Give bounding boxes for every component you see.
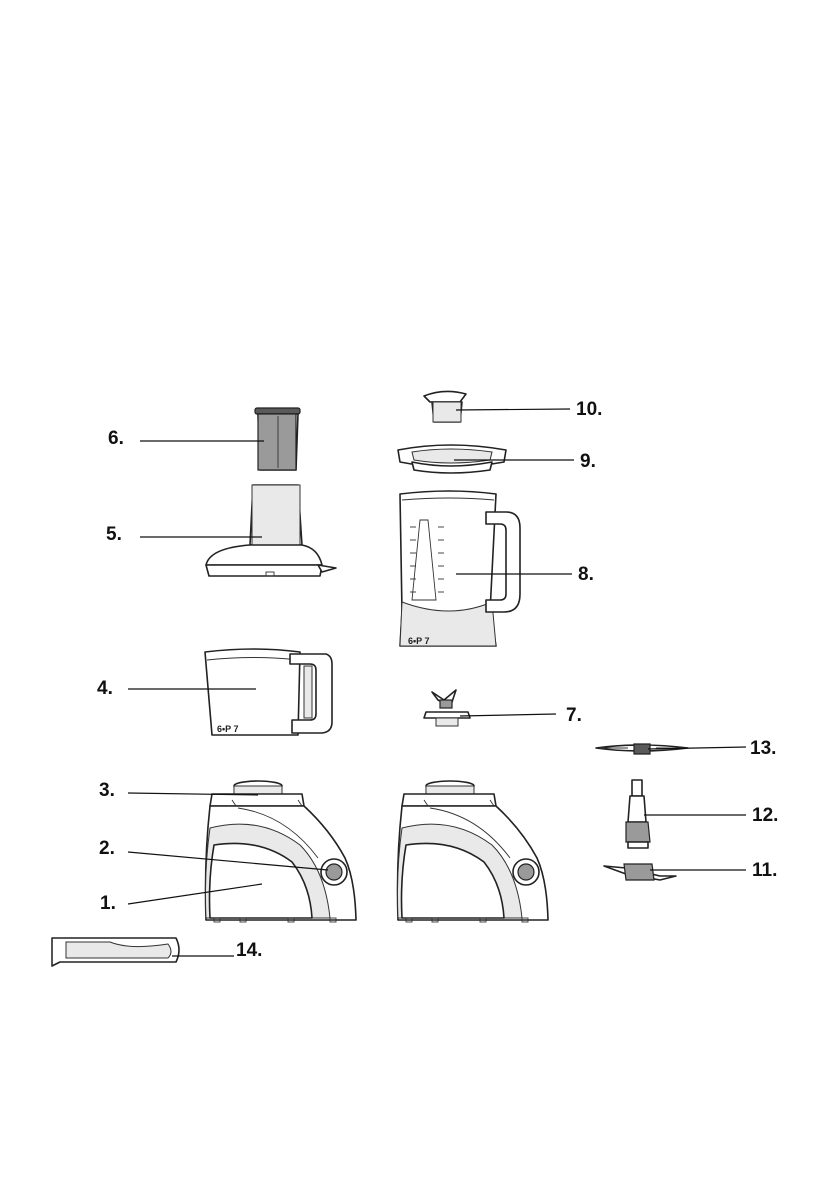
callout-11: 11. — [752, 860, 777, 881]
callout-4: 4. — [97, 678, 113, 699]
part-1-motor-base — [206, 781, 357, 922]
callout-5: 5. — [106, 524, 122, 545]
part-12-disc-shaft — [626, 780, 650, 848]
part-11-chopping-blade — [604, 864, 676, 880]
callout-2: 2. — [99, 838, 115, 859]
callout-3: 3. — [99, 780, 115, 801]
leader-10 — [456, 409, 570, 410]
part-9-blender-lid — [398, 445, 506, 473]
jar-brand-text: 6•P 7 — [408, 636, 430, 646]
callout-14: 14. — [236, 940, 262, 961]
callout-10: 10. — [576, 399, 602, 420]
callout-13: 13. — [750, 738, 776, 759]
callout-12: 12. — [752, 805, 778, 826]
leader-7 — [460, 714, 556, 716]
motor-base-second-view — [398, 781, 549, 922]
part-3-drive-coupler — [210, 781, 304, 806]
bowl-brand-text: 6•P 7 — [217, 724, 239, 734]
callout-7: 7. — [566, 705, 582, 726]
part-14-accessory-tray — [52, 938, 179, 966]
part-4-processing-bowl: 6•P 7 — [205, 649, 332, 735]
part-10-measuring-cup — [424, 391, 466, 422]
part-5-bowl-lid — [206, 485, 336, 576]
callout-8: 8. — [578, 564, 594, 585]
part-6-food-pusher — [255, 408, 300, 470]
part-8-blender-jar: 6•P 7 — [400, 491, 520, 646]
callout-6: 6. — [108, 428, 124, 449]
part-7-blade-assembly — [424, 690, 470, 726]
callout-1: 1. — [100, 893, 116, 914]
part-2-control-knob — [321, 859, 347, 885]
callout-9: 9. — [580, 451, 596, 472]
